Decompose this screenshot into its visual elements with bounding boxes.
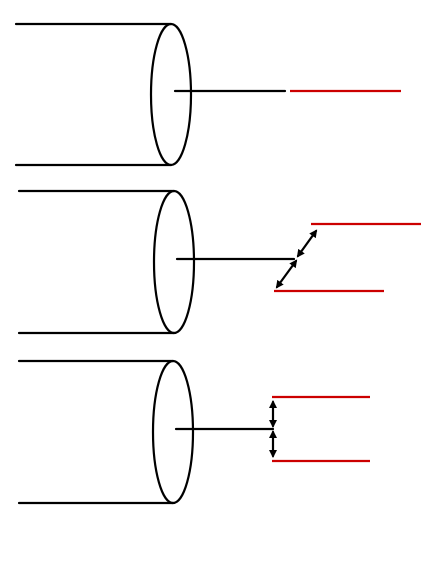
cylinder: [17, 359, 195, 505]
panel-diagonal-offset: [17, 189, 421, 335]
cylinder-end-face: [152, 189, 196, 335]
cylinder-end-face: [149, 22, 193, 167]
offset-arrow-lower: [275, 259, 298, 289]
cylinder: [17, 189, 196, 335]
offset-arrow-upper: [296, 229, 318, 258]
panel-aligned: [14, 22, 401, 167]
panel-vertical-offset: [17, 359, 370, 505]
cylinder: [14, 22, 193, 167]
cylinder-end-face: [151, 359, 195, 505]
